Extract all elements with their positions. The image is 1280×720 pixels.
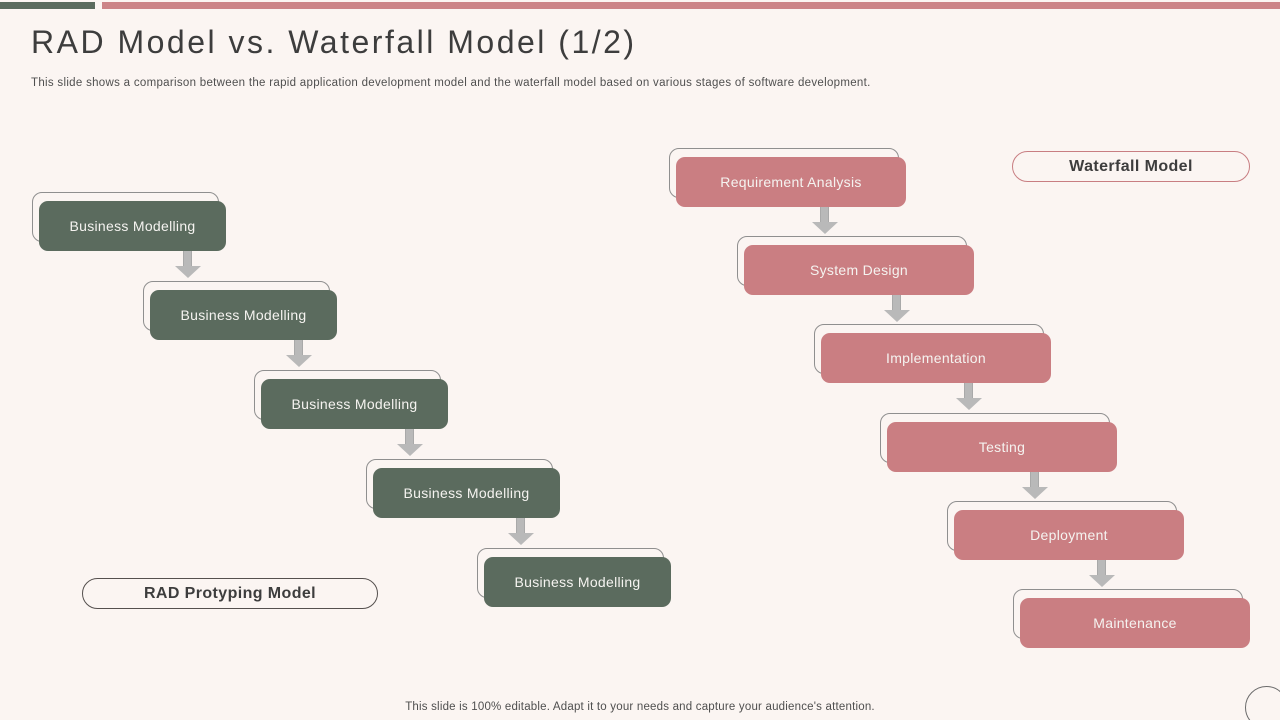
down-arrow-icon — [175, 251, 201, 278]
down-arrow-icon — [956, 383, 982, 410]
waterfall-step-6: Maintenance — [1013, 589, 1250, 648]
page-title: RAD Model vs. Waterfall Model (1/2) — [31, 24, 637, 60]
rad-step-box: Business Modelling — [39, 201, 226, 251]
rad-step-1: Business Modelling — [32, 192, 226, 251]
waterfall-step-box: Maintenance — [1020, 598, 1250, 648]
down-arrow-icon — [508, 518, 534, 545]
footer-note: This slide is 100% editable. Adapt it to… — [405, 701, 875, 713]
waterfall-step-box: Deployment — [954, 510, 1184, 560]
waterfall-step-box: Testing — [887, 422, 1117, 472]
down-arrow-icon — [1089, 560, 1115, 587]
waterfall-step-2: System Design — [737, 236, 974, 295]
slide-subtitle: This slide shows a comparison between th… — [31, 77, 871, 89]
rad-step-box: Business Modelling — [261, 379, 448, 429]
rad-step-2: Business Modelling — [143, 281, 337, 340]
corner-circle-decoration — [1245, 686, 1280, 720]
rad-step-box: Business Modelling — [150, 290, 337, 340]
down-arrow-icon — [884, 295, 910, 322]
rad-step-4: Business Modelling — [366, 459, 560, 518]
waterfall-step-box: Implementation — [821, 333, 1051, 383]
waterfall-step-box: System Design — [744, 245, 974, 295]
topbar-accent-green — [0, 2, 95, 9]
down-arrow-icon — [397, 429, 423, 456]
down-arrow-icon — [812, 207, 838, 234]
topbar-accent-pink — [102, 2, 1280, 9]
waterfall-step-box: Requirement Analysis — [676, 157, 906, 207]
rad-step-box: Business Modelling — [373, 468, 560, 518]
down-arrow-icon — [286, 340, 312, 367]
down-arrow-icon — [1022, 472, 1048, 499]
waterfall-step-5: Deployment — [947, 501, 1184, 560]
rad-step-3: Business Modelling — [254, 370, 448, 429]
waterfall-model-label: Waterfall Model — [1012, 151, 1250, 182]
rad-step-5: Business Modelling — [477, 548, 671, 607]
rad-step-box: Business Modelling — [484, 557, 671, 607]
waterfall-step-4: Testing — [880, 413, 1117, 472]
waterfall-step-3: Implementation — [814, 324, 1051, 383]
waterfall-step-1: Requirement Analysis — [669, 148, 906, 207]
rad-model-label: RAD Protyping Model — [82, 578, 378, 609]
